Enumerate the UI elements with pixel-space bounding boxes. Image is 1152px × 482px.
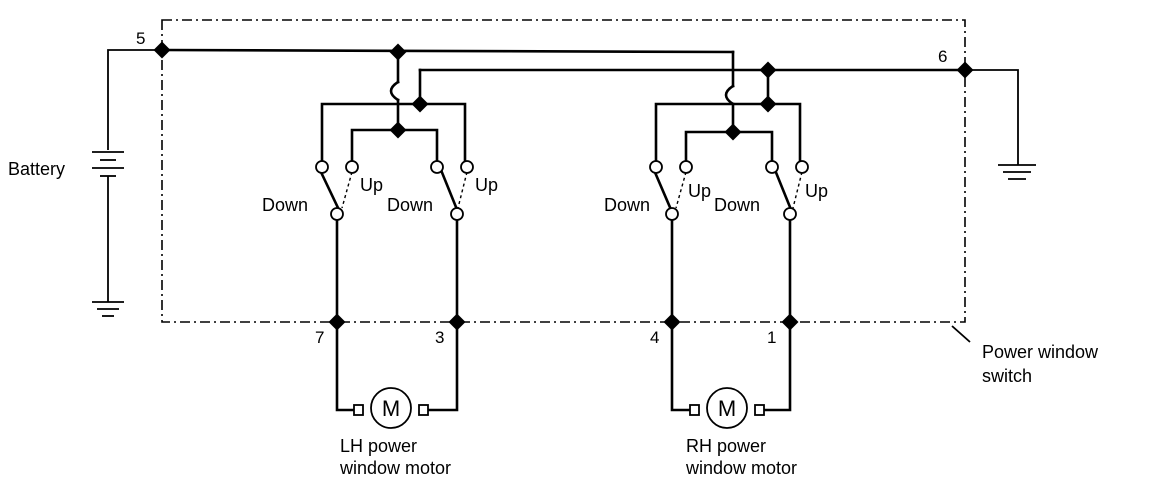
rh-right-up-label: Up bbox=[805, 181, 828, 201]
lh-switch-wiring bbox=[318, 102, 468, 324]
terminal-6-label: 6 bbox=[938, 47, 947, 66]
power-window-switch-housing bbox=[161, 19, 966, 323]
battery-label: Battery bbox=[8, 159, 65, 179]
lh-left-down-label: Down bbox=[262, 195, 308, 215]
node-terminal-1 bbox=[781, 313, 799, 331]
rh-motor-label-line2: window motor bbox=[685, 458, 797, 478]
lh-left-up-label: Up bbox=[360, 175, 383, 195]
node-power-rh-switch bbox=[724, 123, 742, 141]
node-power-lh bbox=[389, 43, 407, 61]
terminal-4-label: 4 bbox=[650, 328, 659, 347]
ground-circuit bbox=[965, 69, 1036, 180]
node-ground-rh bbox=[759, 61, 777, 79]
rh-right-down-label: Down bbox=[714, 195, 760, 215]
rh-power-window-motor: M bbox=[689, 387, 765, 429]
node-terminal-4 bbox=[663, 313, 681, 331]
node-terminal-3 bbox=[448, 313, 466, 331]
power-bus bbox=[160, 48, 735, 134]
rh-switch-wiring bbox=[652, 102, 803, 324]
rh-motor-wiring bbox=[670, 320, 792, 412]
terminal-7-label: 7 bbox=[315, 328, 324, 347]
switch-label-line2: switch bbox=[982, 366, 1032, 386]
node-ground-rh-switch bbox=[759, 95, 777, 113]
lh-right-down-label: Down bbox=[387, 195, 433, 215]
lh-power-window-motor: M bbox=[353, 387, 429, 429]
lh-motor-label-line2: window motor bbox=[339, 458, 451, 478]
lh-motor-wiring bbox=[335, 320, 459, 412]
switch-label-leader bbox=[951, 325, 971, 343]
ground-bus bbox=[418, 68, 967, 106]
node-power-lh-switch bbox=[389, 121, 407, 139]
switch-ground-symbol bbox=[998, 164, 1036, 180]
switch-label-line1: Power window bbox=[982, 342, 1099, 362]
lh-motor-symbol: M bbox=[382, 396, 400, 421]
lh-switch-contacts bbox=[315, 160, 474, 221]
battery-ground-symbol bbox=[92, 301, 124, 317]
rh-left-down-label: Down bbox=[604, 195, 650, 215]
rh-left-up-label: Up bbox=[688, 181, 711, 201]
lh-right-up-label: Up bbox=[475, 175, 498, 195]
terminal-1-label: 1 bbox=[767, 328, 776, 347]
rh-switch-contacts bbox=[649, 160, 809, 221]
lh-motor-label-line1: LH power bbox=[340, 436, 417, 456]
node-ground-lh-switch bbox=[411, 95, 429, 113]
rh-motor-label-line1: RH power bbox=[686, 436, 766, 456]
terminal-5-label: 5 bbox=[136, 29, 145, 48]
battery-circuit bbox=[92, 49, 162, 317]
node-terminal-7 bbox=[328, 313, 346, 331]
rh-motor-symbol: M bbox=[718, 396, 736, 421]
node-terminal-6 bbox=[956, 61, 974, 79]
terminal-3-label: 3 bbox=[435, 328, 444, 347]
node-terminal-5 bbox=[153, 41, 171, 59]
junction-nodes bbox=[153, 41, 974, 331]
